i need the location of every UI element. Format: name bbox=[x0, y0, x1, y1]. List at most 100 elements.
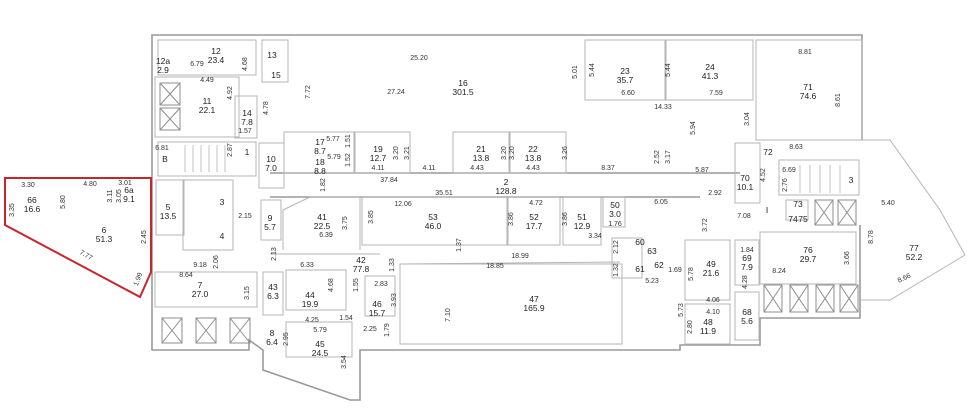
dimension-label: 2.95 bbox=[283, 332, 290, 346]
room-number: 12a bbox=[156, 56, 170, 66]
dimension-label: 8.24 bbox=[772, 268, 786, 275]
dimension-label: 3.20 bbox=[393, 146, 400, 160]
room-number: 52 bbox=[529, 212, 539, 222]
room-number: 18 bbox=[315, 157, 325, 167]
room-number: 3 bbox=[849, 175, 854, 185]
dimension-label: 1.82 bbox=[320, 178, 327, 192]
dimension-label: 5.40 bbox=[881, 200, 895, 207]
dimension-label: 12.06 bbox=[394, 201, 412, 208]
room-43: 436.3 bbox=[267, 282, 279, 301]
room-area: 8.8 bbox=[314, 166, 326, 176]
dimension-label: 5.77 bbox=[326, 136, 340, 143]
room-number: 45 bbox=[315, 339, 325, 349]
room-area: 7.0 bbox=[265, 163, 277, 173]
room-area: 16.6 bbox=[24, 204, 41, 214]
dimension-label: 2.87 bbox=[227, 143, 234, 157]
dimension-label: 2.83 bbox=[374, 281, 388, 288]
dimension-label: 1.33 bbox=[389, 258, 396, 272]
dimension-label: 7.72 bbox=[305, 85, 312, 99]
room-number: 43 bbox=[268, 282, 278, 292]
dimension-label: 4.68 bbox=[328, 278, 335, 292]
room-area: 52.2 bbox=[906, 252, 923, 262]
dimension-label: 4.78 bbox=[263, 101, 270, 115]
dimension-label: 4.11 bbox=[422, 165, 435, 172]
dimension-label: 8.63 bbox=[789, 144, 803, 151]
room-area: 7.8 bbox=[241, 117, 253, 127]
dimension-label: 1.84 bbox=[740, 247, 754, 254]
dimension-label: 3.20 bbox=[509, 146, 516, 160]
dimension-label: 5.78 bbox=[688, 267, 695, 281]
room-area: 9.1 bbox=[123, 194, 135, 204]
dimension-label: 2.80 bbox=[687, 320, 694, 334]
room-62: 62 bbox=[654, 260, 664, 270]
dimension-label: 6.60 bbox=[621, 90, 635, 97]
dimension-label: 4.80 bbox=[83, 181, 97, 188]
dimension-label: 1.76 bbox=[608, 221, 622, 228]
room-area: 13.8 bbox=[473, 153, 490, 163]
room-number: 72 bbox=[763, 147, 773, 157]
room-area: 128.8 bbox=[495, 186, 517, 196]
room-number: 19 bbox=[373, 144, 383, 154]
room-number: 44 bbox=[305, 290, 315, 300]
dimension-label: 7.10 bbox=[445, 308, 452, 322]
dimension-label: 3.11 bbox=[107, 189, 114, 202]
room-number: 6 bbox=[102, 225, 107, 235]
room-50: 503.0 bbox=[609, 200, 621, 219]
room-area: 301.5 bbox=[452, 87, 474, 97]
room-number: 49 bbox=[706, 259, 716, 269]
dimension-label: 3.93 bbox=[391, 293, 398, 307]
dimension-label: 4.92 bbox=[227, 86, 234, 100]
room-number: 7 bbox=[198, 280, 203, 290]
walls bbox=[151, 34, 966, 401]
room-number: 50 bbox=[610, 200, 620, 210]
dimension-label: 2.15 bbox=[238, 213, 252, 220]
dimension-label: 6.79 bbox=[190, 61, 204, 68]
dimension-label: 2.92 bbox=[708, 190, 722, 197]
dimension-label: 6.69 bbox=[782, 167, 796, 174]
dimension-label: 37.84 bbox=[380, 177, 398, 184]
room-number: 10 bbox=[266, 154, 276, 164]
room-60: 60 bbox=[635, 237, 645, 247]
room-number: 63 bbox=[647, 246, 657, 256]
room-area: 12.7 bbox=[370, 153, 387, 163]
room-number: 21 bbox=[476, 144, 486, 154]
dimension-label: 2.06 bbox=[213, 255, 220, 269]
room-9: 95.7 bbox=[264, 213, 276, 232]
room-area: 41.3 bbox=[702, 71, 719, 81]
room-6: 651.3 bbox=[96, 225, 113, 244]
room-area: 11.9 bbox=[700, 326, 716, 336]
room-75: 75 bbox=[798, 214, 808, 224]
staircase-west bbox=[184, 145, 226, 172]
room-number: 68 bbox=[742, 307, 752, 317]
dimension-label: 8.81 bbox=[798, 49, 812, 56]
dimension-label: 8.61 bbox=[835, 93, 842, 107]
room-63: 63 bbox=[647, 246, 657, 256]
room-number: 47 bbox=[529, 294, 539, 304]
dimension-label: 3.35 bbox=[9, 203, 16, 217]
dimension-label: 3.75 bbox=[342, 216, 349, 230]
dimension-label: 3.72 bbox=[702, 218, 709, 232]
dimension-label: 8.64 bbox=[179, 272, 193, 279]
room-number: 9 bbox=[268, 213, 273, 223]
staircase-east bbox=[799, 165, 841, 193]
room-number: 73 bbox=[793, 199, 803, 209]
room-number: 48 bbox=[703, 317, 713, 327]
room-68: 685.6 bbox=[741, 307, 753, 326]
dimension-label: 6.81 bbox=[155, 145, 169, 152]
dimension-label: 5.79 bbox=[313, 327, 327, 334]
dimension-label: 8.78 bbox=[868, 230, 875, 244]
highlighted-unit-outline bbox=[4, 177, 152, 299]
room-74: 74 bbox=[788, 214, 798, 224]
